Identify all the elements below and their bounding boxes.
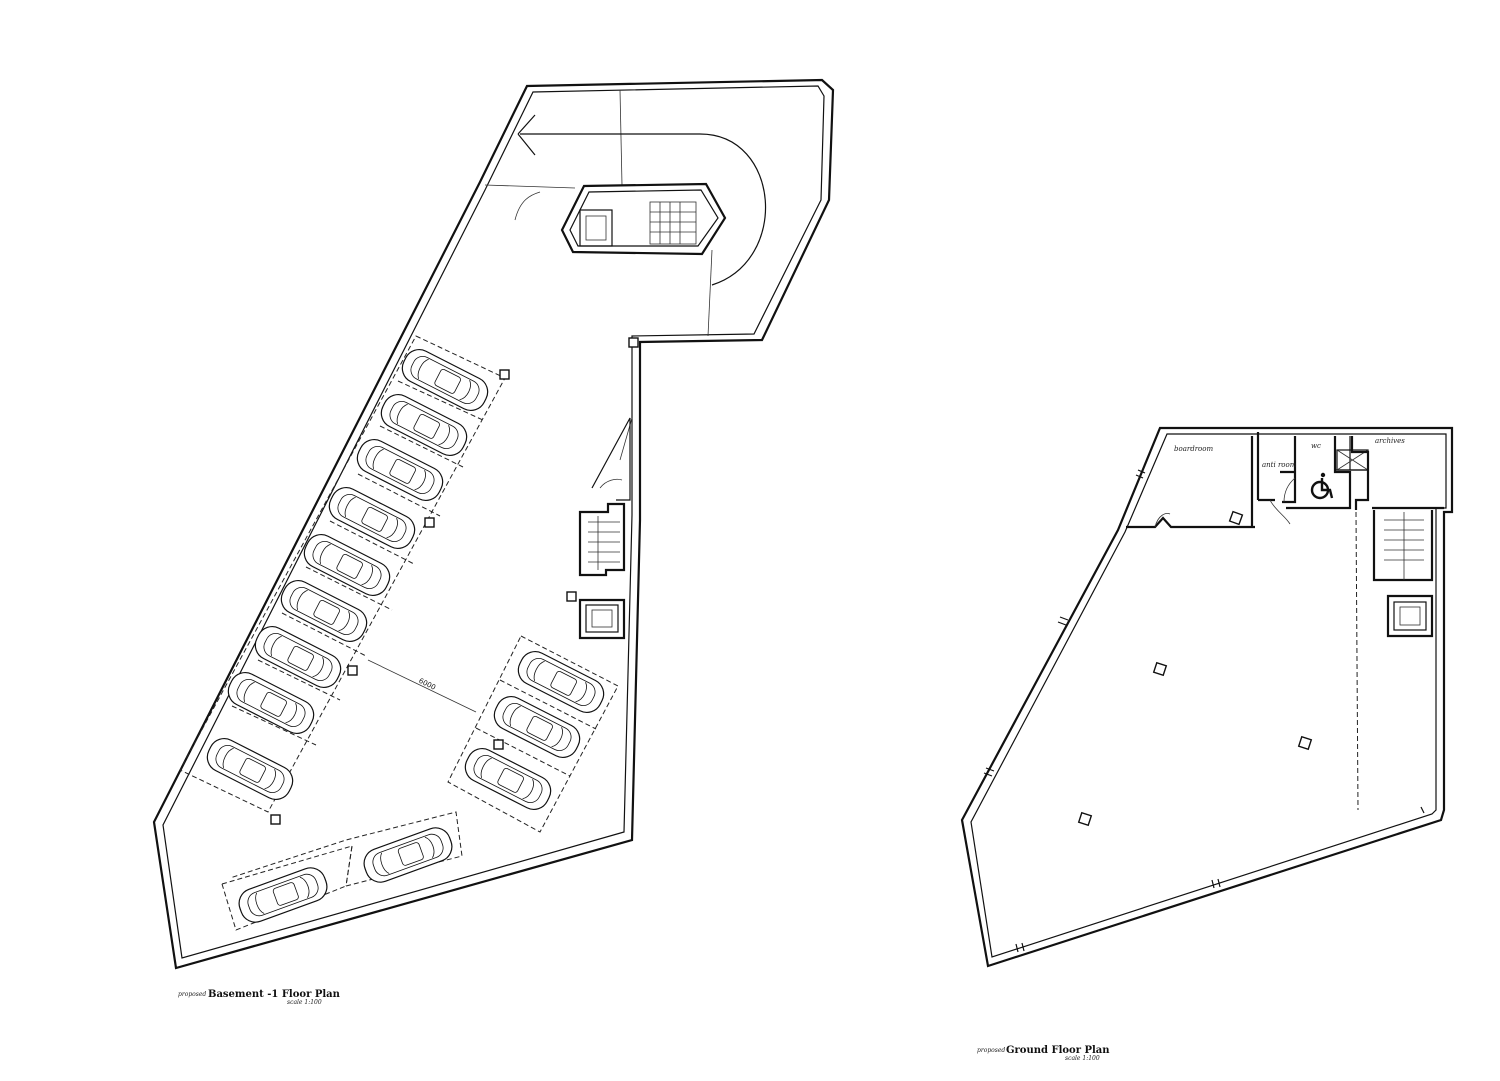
ramp-divider-lower bbox=[707, 249, 713, 337]
parked-car bbox=[238, 867, 328, 923]
basement-floor-plan: 6000 proposed Basement -1 Floor Plan sca… bbox=[152, 78, 835, 1006]
parked-car bbox=[227, 671, 315, 735]
parked-car bbox=[280, 579, 368, 643]
parking-column-right bbox=[493, 739, 504, 750]
anti-room-walls bbox=[1256, 432, 1352, 510]
archives-wall bbox=[1350, 436, 1370, 510]
wheelchair-icon bbox=[1310, 472, 1334, 500]
parked-car bbox=[363, 827, 453, 883]
ground-column-grid-line bbox=[1355, 511, 1359, 811]
anti-room-door-swing bbox=[1269, 477, 1296, 525]
ground-room-row-bottom bbox=[1126, 516, 1255, 529]
basement-inner-wall bbox=[162, 85, 825, 959]
basement-right-stairs bbox=[578, 502, 626, 577]
parking-row-left bbox=[179, 335, 506, 813]
basement-core-wall bbox=[560, 182, 727, 256]
parking-row-right bbox=[447, 635, 619, 833]
basement-title-prefix: proposed bbox=[178, 991, 206, 998]
basement-door-swing bbox=[599, 417, 633, 489]
parked-car bbox=[380, 393, 468, 457]
ground-floor-plan: boardroom wc archives anti room proposed… bbox=[960, 426, 1454, 1062]
basement-right-column bbox=[566, 591, 577, 602]
room-label-archives: archives bbox=[1375, 437, 1405, 445]
basement-title: Basement -1 Floor Plan bbox=[208, 989, 341, 1000]
ramp-divider bbox=[484, 184, 576, 189]
parked-car bbox=[517, 650, 605, 714]
ground-internal-columns bbox=[1077, 661, 1313, 827]
basement-right-lift bbox=[578, 598, 626, 640]
basement-outer-wall bbox=[152, 78, 835, 970]
parked-cars bbox=[206, 348, 605, 923]
ground-title-block: proposed Ground Floor Plan scale 1:100 bbox=[977, 1045, 1110, 1062]
ramp-arrow-icon bbox=[517, 114, 536, 156]
parking-columns-left bbox=[270, 369, 510, 825]
ramp-curve bbox=[520, 133, 767, 286]
ground-outer-wall bbox=[960, 426, 1454, 968]
ground-window-ticks bbox=[983, 469, 1425, 953]
room-label-wc: wc bbox=[1311, 442, 1321, 450]
dimension-label: 6000 bbox=[417, 677, 437, 692]
ground-inner-wall bbox=[970, 433, 1447, 958]
ground-right-lift bbox=[1386, 594, 1434, 638]
parking-row-bottom bbox=[221, 811, 463, 931]
ground-scale: scale 1:100 bbox=[1065, 1055, 1100, 1062]
basement-setback-column bbox=[628, 337, 639, 348]
basement-lift-shaft bbox=[579, 209, 613, 247]
dimension-line bbox=[367, 659, 477, 713]
parked-car bbox=[254, 625, 342, 689]
basement-door-frame bbox=[591, 417, 631, 501]
ground-title-prefix: proposed bbox=[977, 1047, 1005, 1054]
room-label-boardroom: boardroom bbox=[1174, 445, 1213, 453]
basement-scale: scale 1:100 bbox=[287, 999, 322, 1006]
parked-car bbox=[206, 737, 294, 801]
basement-core-stairs bbox=[649, 201, 697, 245]
parked-car bbox=[493, 695, 581, 759]
ground-title: Ground Floor Plan bbox=[1006, 1045, 1110, 1056]
parked-car bbox=[356, 438, 444, 502]
basement-title-block: proposed Basement -1 Floor Plan scale 1:… bbox=[178, 989, 341, 1006]
ground-right-stairs bbox=[1372, 506, 1444, 582]
ramp-inner-curve bbox=[514, 191, 541, 221]
parked-car bbox=[464, 747, 552, 811]
basement-lift-car bbox=[585, 215, 607, 241]
parked-car bbox=[303, 533, 391, 597]
boardroom-door bbox=[1154, 513, 1171, 528]
room-label-anti-room: anti room bbox=[1262, 461, 1297, 469]
ground-column-1 bbox=[1228, 510, 1244, 526]
ramp-divider-vertical bbox=[619, 89, 623, 186]
parked-car bbox=[401, 348, 489, 412]
parked-car bbox=[328, 486, 416, 550]
basement-core-inner bbox=[569, 189, 719, 247]
